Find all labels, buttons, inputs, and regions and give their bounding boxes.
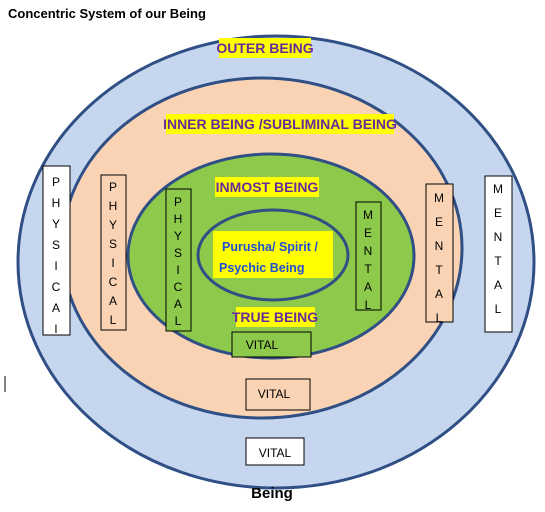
vertical-letter: C: [109, 275, 118, 289]
vertical-letter: l: [55, 322, 58, 336]
vertical-letter: C: [52, 280, 61, 294]
vertical-letter: H: [174, 212, 183, 226]
inner-being-label: INNER BEING /SUBLIMINAL BEING: [163, 116, 397, 132]
inner-vital-box: [245, 378, 311, 411]
vertical-letter: T: [435, 263, 443, 277]
vertical-letter: S: [109, 237, 117, 251]
vertical-letter: N: [435, 239, 444, 253]
inner-physical-box: [100, 174, 127, 331]
vertical-letter: L: [175, 314, 182, 328]
outer-physical-box: [42, 165, 71, 336]
inmost-vital-box: [231, 331, 312, 358]
core-label-line1: Purusha/ Spirit /: [222, 240, 318, 254]
outer-vital-label: VITAL: [259, 446, 292, 460]
vertical-letter: A: [364, 280, 372, 294]
vertical-letter: L: [110, 313, 117, 327]
vertical-letter: M: [434, 191, 444, 205]
vertical-letter: N: [364, 244, 373, 258]
vertical-letter: M: [493, 182, 503, 196]
core-label-line2: Psychic Being: [219, 261, 304, 275]
inmost-vital-label: VITAL: [246, 338, 279, 352]
footer-label: Being: [251, 485, 293, 502]
vertical-letter: T: [364, 262, 372, 276]
inmost-physical-box: [165, 188, 192, 332]
vertical-letter: N: [494, 230, 503, 244]
vertical-letter: T: [494, 254, 502, 268]
outer-mental-box: [484, 175, 513, 333]
vertical-letter: M: [363, 208, 373, 222]
vertical-letter: Y: [174, 229, 182, 243]
vertical-letter: L: [436, 311, 443, 325]
vertical-letter: I: [176, 263, 179, 277]
inmost-being-label-bg: [215, 177, 319, 197]
vertical-letter: L: [365, 298, 372, 312]
vertical-letter: A: [174, 297, 182, 311]
outer-vital-box: [245, 437, 305, 466]
inner-mental-box: [425, 183, 454, 323]
vertical-letter: C: [174, 280, 183, 294]
vertical-letter: I: [54, 259, 57, 273]
vertical-letter: Y: [52, 217, 60, 231]
vertical-letter: I: [111, 256, 114, 270]
vertical-letter: E: [364, 226, 372, 240]
true-being-label-bg: [236, 307, 315, 327]
vertical-letter: A: [494, 278, 502, 292]
inmost-being-label: INMOST BEING: [216, 179, 319, 195]
inner-vital-label: VITAL: [258, 387, 291, 401]
vertical-letter: L: [495, 302, 502, 316]
inmost-mental-box: [355, 201, 382, 311]
vertical-letter: H: [52, 196, 61, 210]
vertical-letter: P: [174, 195, 182, 209]
outer-being-label-bg: [219, 38, 311, 58]
vertical-letter: S: [52, 238, 60, 252]
vertical-letter: S: [174, 246, 182, 260]
true-being-label: TRUE BEING: [232, 309, 318, 325]
inner-being-label-bg: [166, 114, 394, 134]
vertical-letter: E: [494, 206, 502, 220]
core-label-bg: [213, 231, 333, 278]
vertical-letter: A: [435, 287, 443, 301]
vertical-letter: A: [109, 294, 117, 308]
outer-being-label: OUTER BEING: [216, 40, 313, 56]
vertical-letter: A: [52, 301, 60, 315]
vertical-letter: Y: [109, 218, 117, 232]
vertical-letter: E: [435, 215, 443, 229]
vertical-letter: P: [52, 175, 60, 189]
vertical-letter: H: [109, 199, 118, 213]
diagram-title: Concentric System of our Being: [8, 6, 206, 21]
vertical-letter: P: [109, 180, 117, 194]
